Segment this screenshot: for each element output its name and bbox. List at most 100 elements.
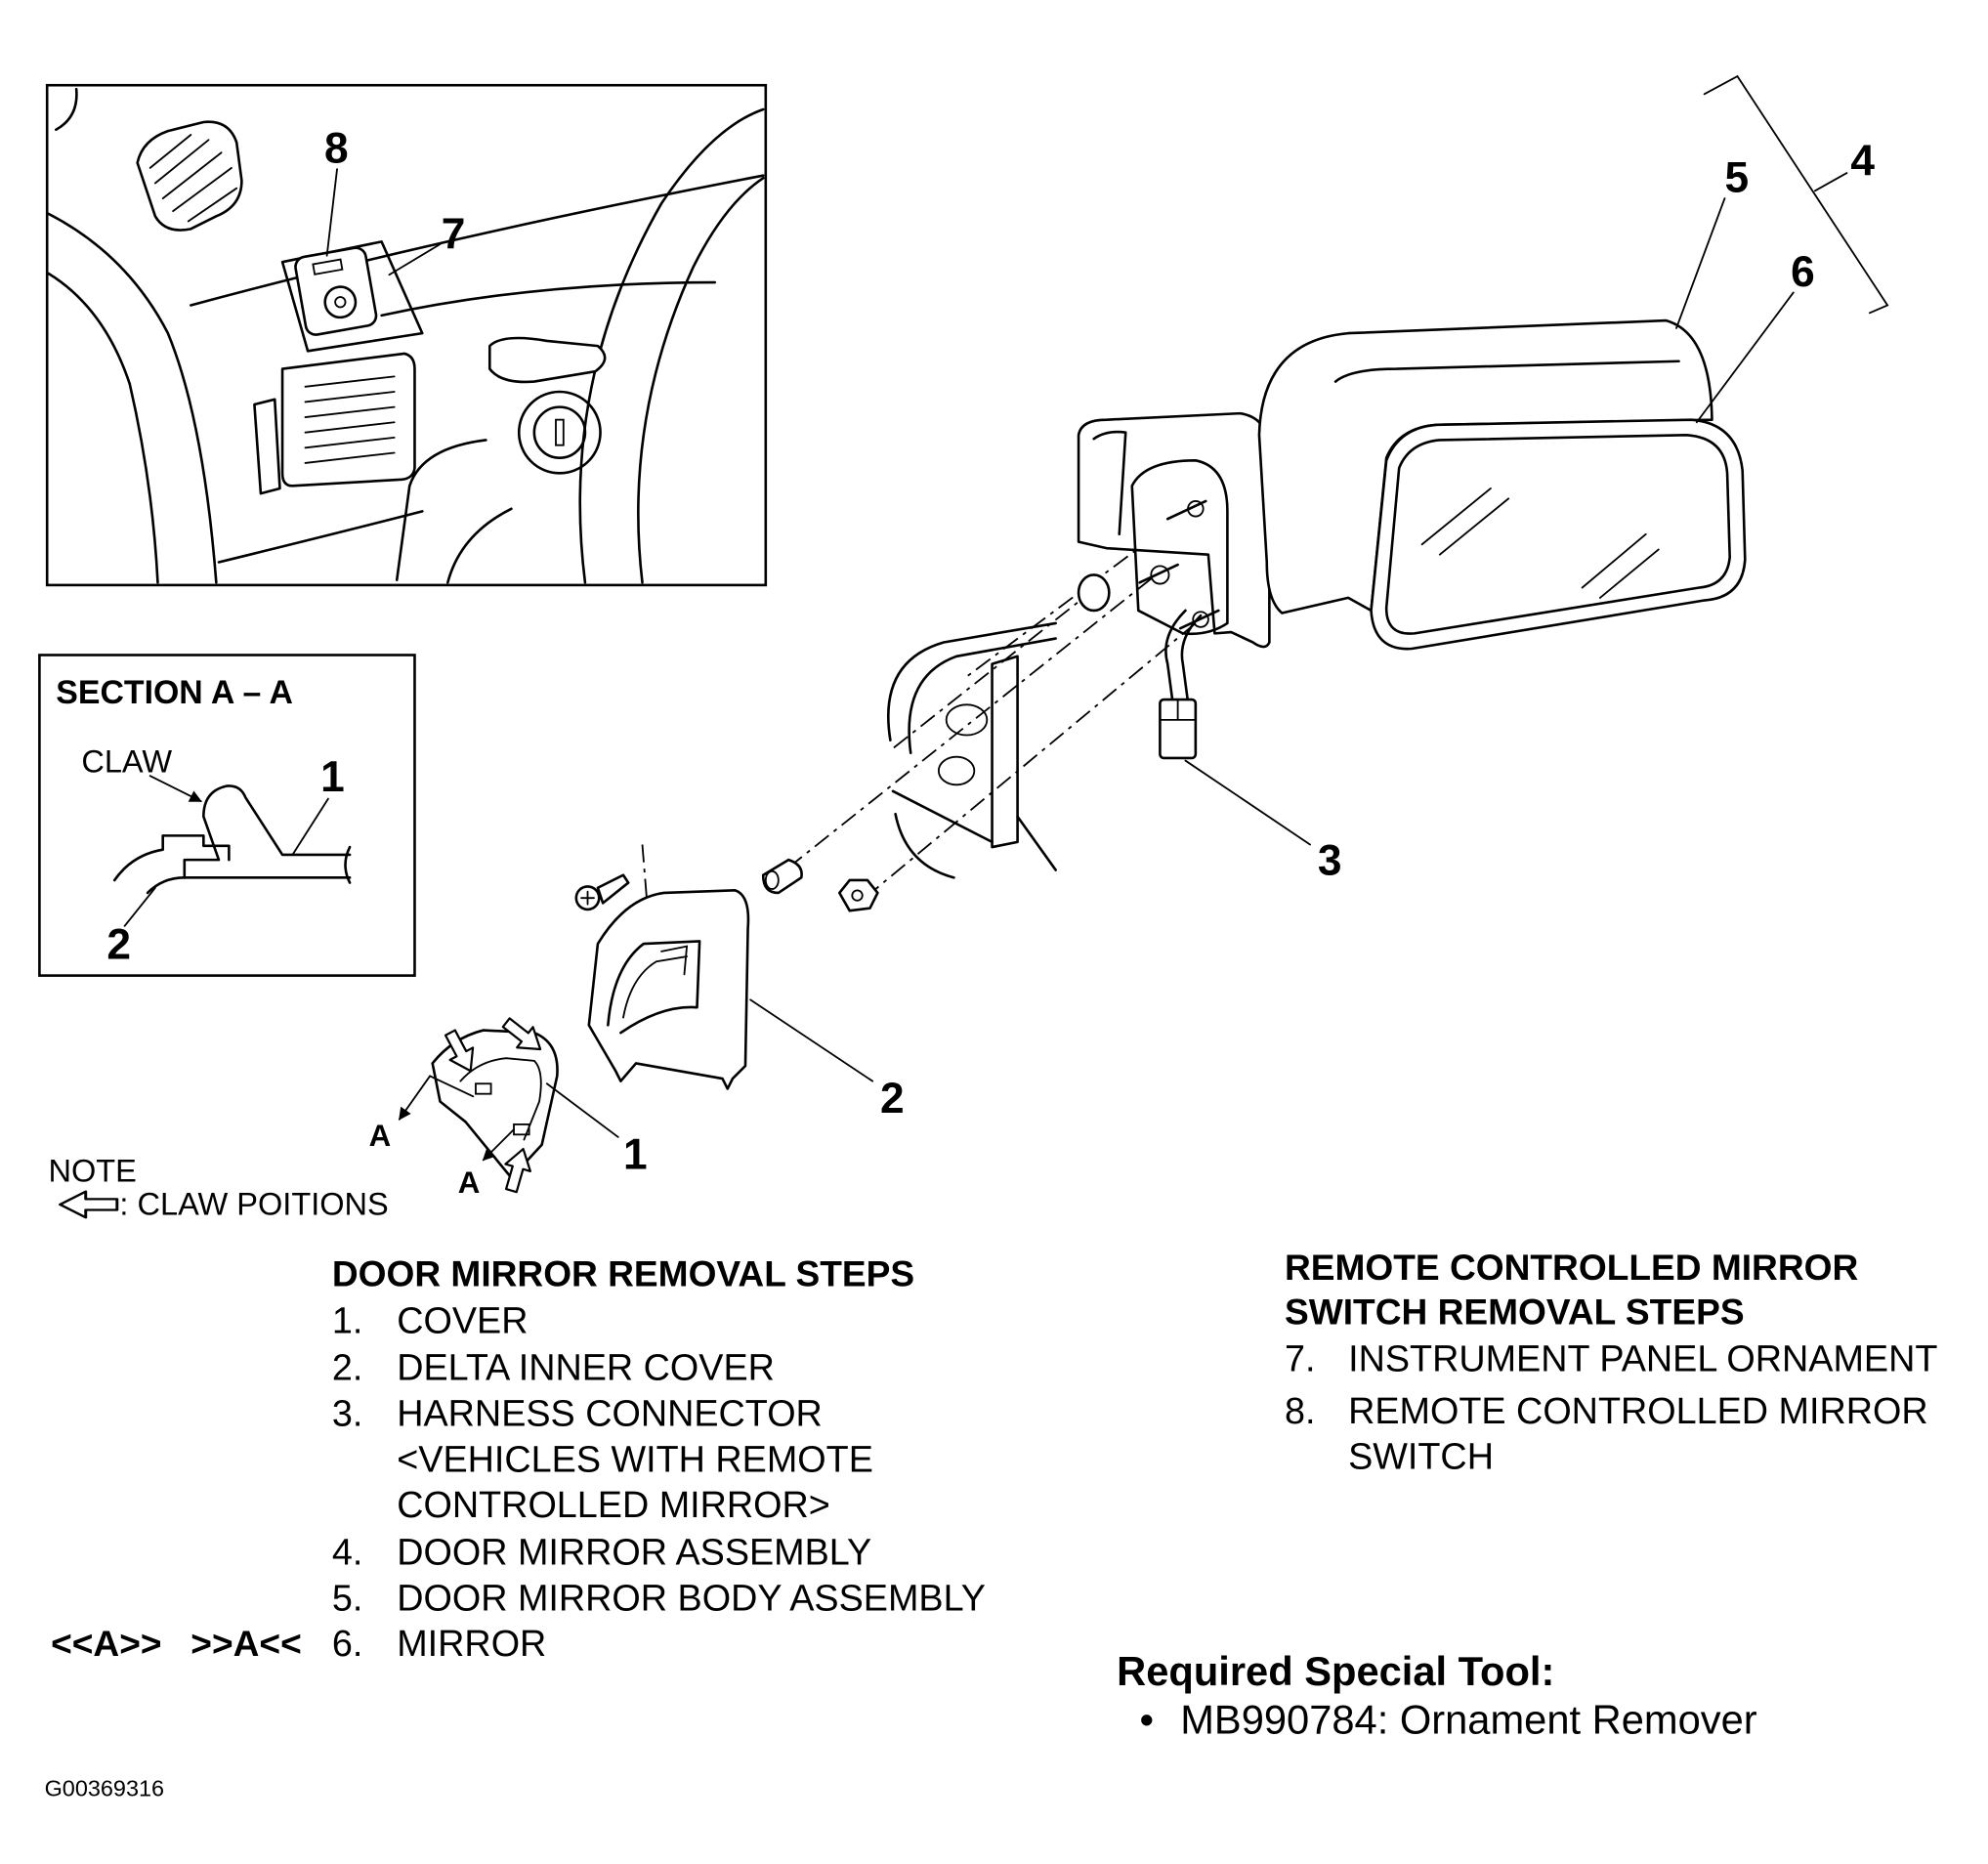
mirror-switch-knob	[323, 285, 358, 319]
mirror-glass-reflection	[1420, 487, 1660, 599]
leader-line-6	[1695, 291, 1795, 424]
section-leader-1	[291, 797, 329, 856]
dashboard-top-line	[380, 280, 717, 318]
door-mirror-removal-steps: DOOR MIRROR REMOVAL STEPS 1. COVER 2. DE…	[51, 1252, 986, 1664]
screw-shank	[596, 873, 630, 905]
step-number: 4.	[332, 1531, 362, 1572]
note-legend-text: : CLAW POITIONS	[119, 1186, 388, 1221]
mounting-clip	[761, 858, 803, 895]
mounting-nut	[838, 878, 879, 912]
clip-hole	[764, 869, 780, 890]
leader-line-2	[749, 998, 874, 1082]
door-frame-delta	[886, 621, 1057, 879]
mirror-glass	[1370, 418, 1747, 651]
base-grommet	[1077, 573, 1111, 613]
step-number: 3.	[332, 1392, 362, 1433]
section-a-a-detail: SECTION A – A CLAW 1 2	[38, 654, 416, 977]
harness-connector-lock	[1159, 699, 1197, 721]
step-text: INSTRUMENT PANEL ORNAMENT	[1348, 1337, 1937, 1378]
door-frame-bar	[991, 655, 1019, 849]
callout-5: 5	[1724, 154, 1749, 202]
defroster-grille	[136, 120, 243, 232]
center-air-vent	[280, 352, 416, 487]
leader-line-5	[1675, 197, 1726, 329]
mirror-base	[1077, 411, 1271, 649]
step-text: DELTA INNER COVER	[397, 1347, 775, 1388]
door-mount-hole-upper	[945, 703, 989, 737]
stud-middle	[1138, 563, 1179, 584]
mirror-body-housing	[1257, 318, 1713, 614]
defroster-grille-outline	[136, 120, 243, 232]
dashboard-lower-line	[217, 510, 424, 564]
stud-head-middle	[1150, 565, 1170, 585]
step-number: 5.	[332, 1577, 362, 1618]
door-frame-lower	[891, 789, 1057, 879]
fasteners	[574, 858, 879, 912]
ignition-key-cylinder	[517, 390, 602, 475]
step-number: 6.	[332, 1623, 362, 1664]
door-mirror-assembly	[1077, 74, 1889, 846]
windshield-lower-edge	[190, 174, 765, 307]
headliner-edge	[55, 87, 78, 132]
section-marker-a-lower: A	[458, 1165, 481, 1200]
ignition-inner-ring	[532, 405, 587, 460]
switch-removal-steps: REMOTE CONTROLLED MIRROR SWITCH REMOVAL …	[1285, 1247, 1937, 1477]
defroster-grille-hatching	[148, 134, 238, 223]
air-vent-outline	[280, 352, 416, 487]
step-text: MIRROR	[397, 1623, 546, 1664]
mirror-switch-knob-center	[334, 296, 347, 309]
instrument-panel-inset: 8 7	[45, 83, 768, 587]
leader-line-7	[388, 243, 442, 276]
step-text: COVER	[397, 1299, 528, 1340]
mirror-switch-body	[294, 246, 378, 336]
ignition-outer-ring	[517, 390, 602, 475]
stud-upper	[1165, 499, 1207, 521]
step-number: 7.	[1285, 1337, 1315, 1378]
stud-lower	[1178, 609, 1220, 630]
steering-column	[395, 439, 513, 584]
step-number: 8.	[1285, 1390, 1315, 1431]
axis-line-grommet	[889, 586, 1097, 751]
stud-head-upper	[1187, 500, 1205, 518]
assembly-bracket-4	[1703, 74, 1889, 315]
callout-2: 2	[880, 1075, 905, 1123]
screw-cross-recess	[580, 890, 595, 906]
step-text-continued: SWITCH	[1348, 1436, 1494, 1477]
note-legend: NOTE : CLAW POITIONS	[49, 1154, 389, 1222]
harness-wire	[1164, 609, 1203, 703]
callout-4: 4	[1850, 138, 1875, 186]
cover-claw-profile	[183, 784, 352, 879]
callout-1: 1	[623, 1130, 648, 1178]
air-vent-slats	[304, 375, 396, 464]
section-title: SECTION A – A	[56, 674, 293, 711]
section-cut-line-lower	[482, 1128, 515, 1162]
inner-cover-lower-edge	[146, 876, 187, 895]
section-cut-line-upper	[398, 1075, 475, 1121]
door-mount-hole-lower	[937, 755, 976, 786]
door-frame-outer	[886, 621, 1057, 742]
step-text: DOOR MIRROR ASSEMBLY	[397, 1531, 871, 1572]
section-marker-a-upper: A	[369, 1119, 392, 1153]
door-mirror-steps-title: DOOR MIRROR REMOVAL STEPS	[332, 1252, 914, 1293]
mirror-body-housing-inner	[1333, 360, 1680, 383]
step-text-continued: CONTROLLED MIRROR>	[397, 1484, 830, 1525]
special-tool-block: Required Special Tool: • MB990784: Ornam…	[1117, 1648, 1757, 1742]
callout-7: 7	[442, 210, 466, 258]
leader-line-3	[1184, 759, 1311, 846]
special-tool-bullet: •	[1140, 1697, 1155, 1743]
mirror-switch-selector	[312, 258, 344, 275]
harness-connector	[1159, 698, 1198, 760]
cover-inner-edge	[459, 1057, 542, 1141]
service-mark-installation: >>A<<	[190, 1623, 301, 1664]
callout-6: 6	[1791, 248, 1815, 296]
switch-steps-title-line-2: SWITCH REMOVAL STEPS	[1285, 1291, 1745, 1332]
step-number: 2.	[332, 1347, 362, 1388]
inner-cover-profile	[112, 834, 231, 882]
switch-steps-title-line-1: REMOTE CONTROLLED MIRROR	[1285, 1247, 1858, 1288]
step-number: 1.	[332, 1299, 362, 1340]
cover-screw	[574, 873, 630, 911]
ignition-key-slot	[555, 418, 565, 446]
a-pillar-outer	[47, 212, 218, 584]
a-pillar-inner	[47, 272, 159, 584]
